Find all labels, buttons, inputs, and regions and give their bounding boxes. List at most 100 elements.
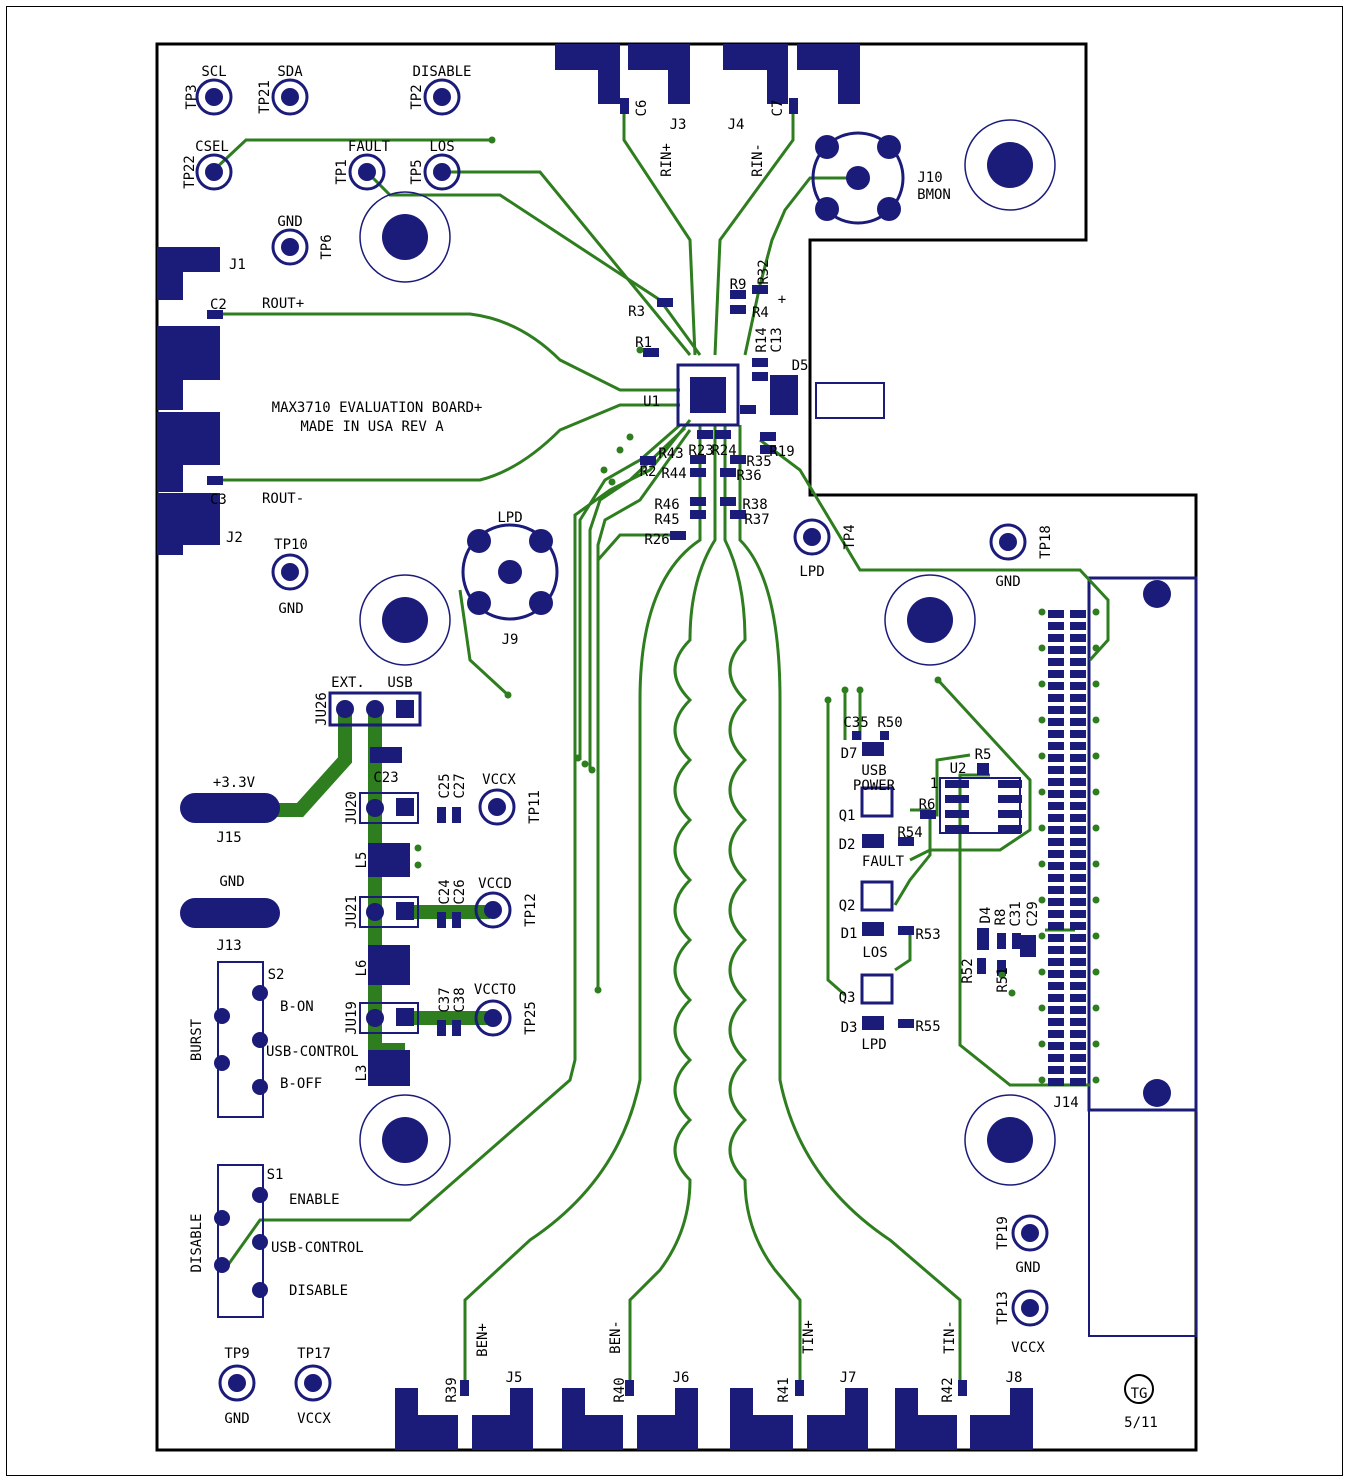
j14-pin xyxy=(1048,1018,1064,1026)
banana-jacks xyxy=(180,793,280,928)
label-connectors-j15: J15 xyxy=(216,830,241,846)
j14-pin xyxy=(1048,886,1064,894)
j14-pin xyxy=(1048,958,1064,966)
label-refdes-r42: R42 xyxy=(940,1377,956,1402)
label-switches-s1-name: DISABLE xyxy=(189,1213,205,1272)
label-testpoints-4-id: TP1 xyxy=(334,159,350,184)
label-testpoints-12-id: TP25 xyxy=(523,1001,539,1035)
j14-pin xyxy=(1048,1078,1064,1086)
via xyxy=(608,478,616,486)
via xyxy=(1092,896,1100,904)
via xyxy=(1092,968,1100,976)
vias xyxy=(414,136,1100,1084)
via xyxy=(1038,716,1046,724)
silkscreen-labels: SCLTP3SDATP21DISABLETP2CSELTP22FAULTTP1L… xyxy=(182,64,1158,1431)
via xyxy=(1092,644,1100,652)
j14-pin xyxy=(1070,898,1086,906)
j14-pin xyxy=(1070,622,1086,630)
label-testpoints-16-id: TP17 xyxy=(297,1346,331,1362)
j14-pin xyxy=(1070,742,1086,750)
label-testpoints-15-id: TP9 xyxy=(224,1346,249,1362)
label-nets-rout_n: ROUT- xyxy=(262,491,304,507)
label-refdes-r44: R44 xyxy=(661,466,686,482)
j14-pin xyxy=(1070,634,1086,642)
label-nets-plus_3v3: +3.3V xyxy=(213,775,256,791)
label-leds-lpd: LPD xyxy=(861,1037,886,1053)
j14-pin xyxy=(1070,970,1086,978)
label-testpoints-10-id: TP11 xyxy=(527,790,543,824)
label-testpoints-3-id: TP22 xyxy=(182,155,198,189)
label-jumpers-ext: EXT. xyxy=(331,675,365,691)
label-testpoints-7-net: GND xyxy=(278,601,303,617)
j14-pin xyxy=(1070,706,1086,714)
j14-pin xyxy=(1070,1030,1086,1038)
label-board-date: 5/11 xyxy=(1124,1415,1158,1431)
label-refdes-c37: C37 xyxy=(437,987,453,1012)
j14-pin xyxy=(1070,958,1086,966)
j14-pin xyxy=(1048,850,1064,858)
label-refdes-r37: R37 xyxy=(744,512,769,528)
label-connectors-j10: J10 xyxy=(917,170,942,186)
via xyxy=(824,696,832,704)
via xyxy=(1038,608,1046,616)
label-testpoints-14-net: VCCX xyxy=(1011,1340,1045,1356)
j14-pin xyxy=(1048,766,1064,774)
label-testpoints-10-net: VCCX xyxy=(482,772,516,788)
j14-pin xyxy=(1048,862,1064,870)
label-refdes-l6: L6 xyxy=(354,960,370,977)
via xyxy=(1092,932,1100,940)
label-refdes-r41: R41 xyxy=(776,1377,792,1402)
j14-pin xyxy=(1070,778,1086,786)
j14-pin xyxy=(1070,610,1086,618)
label-switches-s2-name: BURST xyxy=(189,1018,205,1061)
label-nets-rout_p: ROUT+ xyxy=(262,296,304,312)
label-connectors-j8: J8 xyxy=(1006,1370,1023,1386)
label-refdes-c3: C3 xyxy=(210,492,227,508)
label-refdes-l3: L3 xyxy=(354,1065,370,1082)
j14-pin xyxy=(1070,790,1086,798)
j14-pin xyxy=(1048,874,1064,882)
label-testpoints-9-id: TP18 xyxy=(1038,525,1054,559)
via xyxy=(1038,968,1046,976)
label-connectors-j4: J4 xyxy=(728,117,745,133)
j14-pin xyxy=(1070,754,1086,762)
label-testpoints-11-net: VCCD xyxy=(478,876,512,892)
label-refdes-q2: Q2 xyxy=(839,898,856,914)
smd-components xyxy=(207,98,1036,1396)
j14-pin xyxy=(1070,1006,1086,1014)
via xyxy=(1038,1004,1046,1012)
label-testpoints-1-net: SDA xyxy=(277,64,303,80)
via xyxy=(1092,752,1100,760)
via xyxy=(626,433,634,441)
label-connectors-j9_name: LPD xyxy=(497,510,522,526)
label-nets-tin_n: TIN- xyxy=(942,1320,958,1354)
label-nets-ben_n: BEN- xyxy=(608,1320,624,1354)
label-refdes-c31: C31 xyxy=(1008,901,1024,926)
j14-pin xyxy=(1048,826,1064,834)
label-refdes-r5: R5 xyxy=(975,747,992,763)
label-testpoints-11-id: TP12 xyxy=(523,893,539,927)
label-refdes-r55: R55 xyxy=(915,1019,940,1035)
label-refdes-d4: D4 xyxy=(978,907,994,924)
via xyxy=(1008,989,1016,997)
label-board-logo: TG xyxy=(1131,1386,1148,1402)
label-testpoints-6-id: TP6 xyxy=(319,234,335,259)
label-testpoints-13-net: GND xyxy=(1015,1260,1040,1276)
via xyxy=(1038,644,1046,652)
label-refdes-u2: U2 xyxy=(950,761,967,777)
label-refdes-d1: D1 xyxy=(841,926,858,942)
via xyxy=(1038,896,1046,904)
j14-pin xyxy=(1048,670,1064,678)
label-testpoints-8-id: TP4 xyxy=(842,524,858,549)
label-refdes-r39: R39 xyxy=(444,1377,460,1402)
label-switches-s2-id: S2 xyxy=(268,967,285,983)
label-switches-s1-id: S1 xyxy=(267,1167,284,1183)
label-switches-s1-opt1: ENABLE xyxy=(289,1192,340,1208)
j14-pin xyxy=(1048,646,1064,654)
via xyxy=(1038,1076,1046,1084)
j9-lpd-connector xyxy=(461,523,559,621)
j14-pin xyxy=(1070,1042,1086,1050)
d5-body-outline xyxy=(815,382,885,419)
j14-pin xyxy=(1048,730,1064,738)
